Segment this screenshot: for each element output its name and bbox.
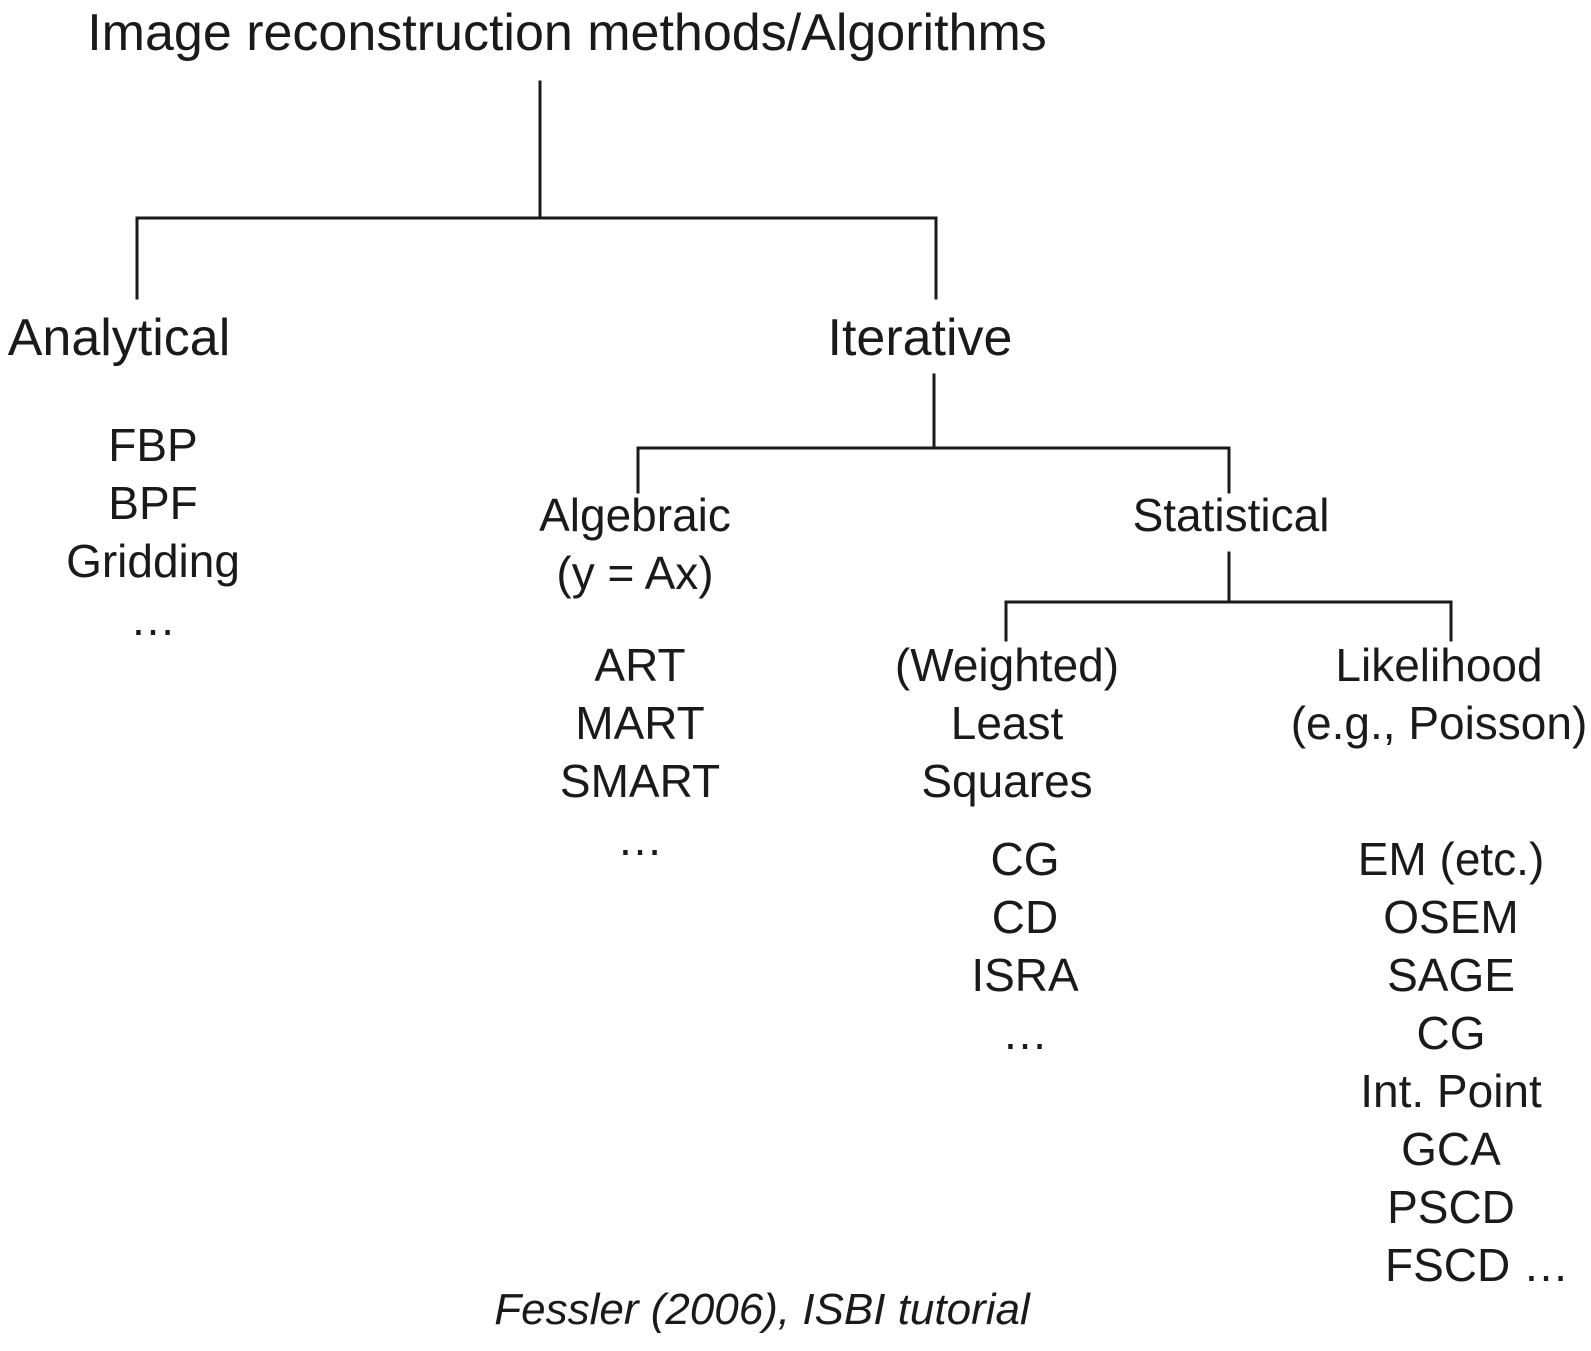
- connector-statistical-branch: [1004, 600, 1453, 642]
- list-item: ISRA: [971, 949, 1079, 1001]
- figure-caption: Fessler (2006), ISBI tutorial: [494, 1285, 1030, 1334]
- list-item: FSCD …: [1385, 1239, 1569, 1291]
- node-algebraic: Algebraic: [539, 489, 731, 541]
- node-least-squares-line2: Least: [950, 697, 1064, 749]
- list-item: MART: [575, 697, 705, 749]
- list-item: CG: [990, 833, 1060, 885]
- list-item: PSCD: [1387, 1181, 1515, 1233]
- node-algebraic-equation: (y = Ax): [556, 547, 714, 599]
- connector-root-branch: [135, 216, 938, 300]
- node-likelihood-example: (e.g., Poisson): [1290, 697, 1588, 749]
- connectors: [135, 80, 1453, 642]
- list-item: SAGE: [1387, 949, 1515, 1001]
- list-item: BPF: [108, 477, 198, 529]
- list-item: OSEM: [1383, 891, 1519, 943]
- diagram-title: Image reconstruction methods/Algorithms: [87, 4, 1047, 62]
- list-item: FBP: [108, 419, 198, 471]
- list-item: CG: [1416, 1007, 1486, 1059]
- list-item: GCA: [1401, 1123, 1501, 1175]
- node-statistical: Statistical: [1132, 489, 1330, 541]
- list-item: …: [130, 593, 176, 645]
- list-item: ART: [594, 639, 686, 691]
- node-weighted-least-squares: (Weighted): [894, 639, 1120, 691]
- list-item: …: [1002, 1007, 1048, 1059]
- node-analytical: Analytical: [7, 309, 231, 367]
- list-item: CD: [991, 891, 1059, 943]
- list-item: …: [617, 813, 663, 865]
- node-iterative: Iterative: [827, 309, 1013, 367]
- node-likelihood: Likelihood: [1335, 639, 1543, 691]
- connector-iterative-branch: [636, 446, 1231, 494]
- list-item: Gridding: [66, 535, 240, 587]
- list-item: Int. Point: [1360, 1065, 1542, 1117]
- list-item: EM (etc.): [1357, 833, 1545, 885]
- list-item: SMART: [559, 755, 721, 807]
- node-least-squares-line3: Squares: [921, 755, 1093, 807]
